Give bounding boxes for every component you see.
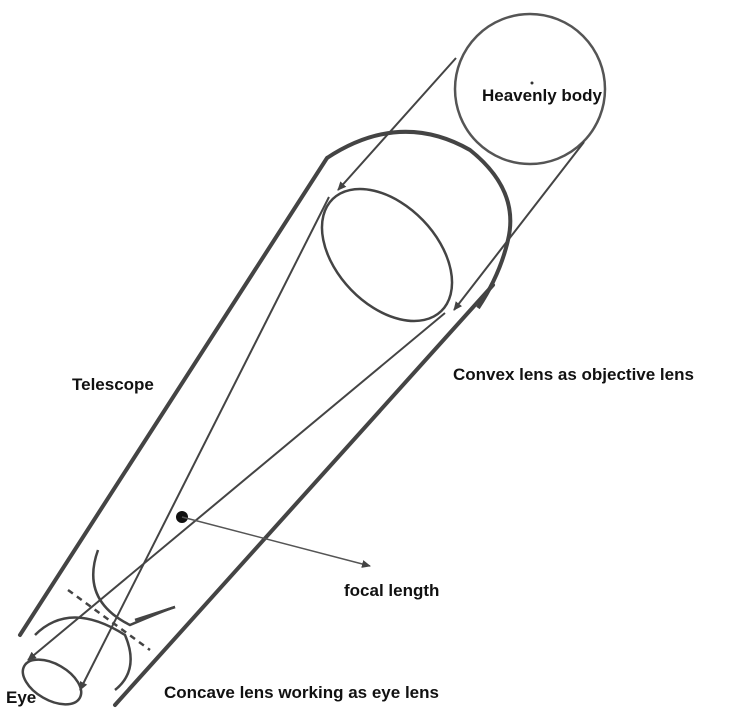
concave-lens-label: Concave lens working as eye lens bbox=[164, 683, 439, 702]
concave-lens-edge bbox=[134, 605, 176, 622]
heavenly-body-circle bbox=[453, 12, 607, 166]
heavenly-body-center-dot bbox=[530, 81, 534, 85]
converging-ray-left bbox=[79, 196, 330, 691]
telescope-tube-right-wall bbox=[113, 283, 495, 707]
objective-lens-ellipse bbox=[320, 187, 454, 323]
incoming-ray-right bbox=[453, 141, 585, 311]
convex-lens-label: Convex lens as objective lens bbox=[453, 365, 694, 384]
telescope-tube-top-arc bbox=[325, 129, 513, 310]
focal-length-label: focal length bbox=[344, 581, 439, 600]
concave-lens-shape bbox=[34, 549, 176, 691]
incoming-ray-left bbox=[337, 57, 457, 191]
heavenly-body-label: Heavenly body bbox=[482, 86, 603, 105]
focal-length-pointer bbox=[181, 516, 371, 568]
eye-label: Eye bbox=[6, 688, 36, 707]
telescope-label: Telescope bbox=[72, 375, 154, 394]
telescope-tube-left-wall bbox=[18, 156, 329, 637]
concave-lens-dashed-line bbox=[67, 588, 151, 652]
eye-ellipse bbox=[21, 658, 83, 706]
converging-ray-right bbox=[27, 312, 446, 661]
